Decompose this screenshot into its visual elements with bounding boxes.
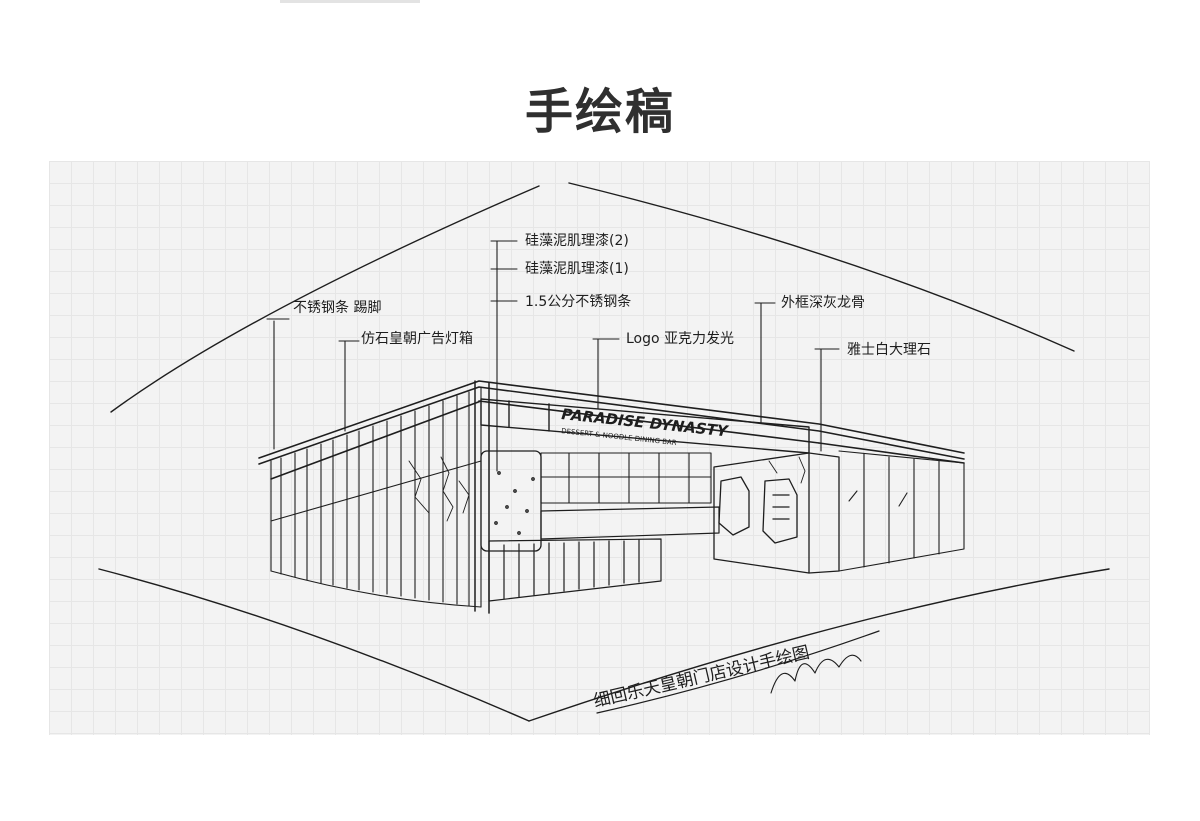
window-panels [540, 452, 712, 504]
storefront-sketch: PARADISE DYNASTY DESSERT & NOODLE DINING… [98, 182, 1110, 722]
caption-underline [596, 630, 880, 714]
annotation-stainless-rail: 不锈钢条 踢脚 [293, 299, 381, 316]
sketch-frame: PARADISE DYNASTY DESSERT & NOODLE DINING… [49, 161, 1150, 735]
annotation-diatom-mud-2: 硅藻泥肌理漆(2) [525, 233, 629, 249]
roof-lines [258, 380, 965, 480]
glass-facade [838, 450, 965, 572]
annotation-steel-strip: 1.5公分不锈钢条 [525, 293, 631, 310]
entrance-block [713, 452, 840, 574]
stone-column [480, 450, 542, 552]
perspective-outline [98, 182, 1110, 722]
signature-scribble [770, 654, 862, 694]
marble-texture [408, 456, 806, 522]
annotation-stone: 雅士白大理石 [847, 342, 931, 358]
annotation-logo-sign: Logo 亚克力发光 [626, 331, 734, 347]
left-wing-slats [270, 386, 482, 608]
bar-counter [488, 506, 720, 602]
annotation-emperor-ad: 仿石皇朝广告灯箱 [361, 331, 473, 347]
corner-pillar [474, 380, 490, 614]
annotation-leaders [266, 240, 840, 472]
top-accent-line [280, 0, 420, 3]
annotation-outer-frame: 外框深灰龙骨 [781, 295, 865, 311]
page-title: 手绘稿 [524, 84, 675, 141]
annotation-diatom-mud-1: 硅藻泥肌理漆(1) [525, 261, 629, 277]
